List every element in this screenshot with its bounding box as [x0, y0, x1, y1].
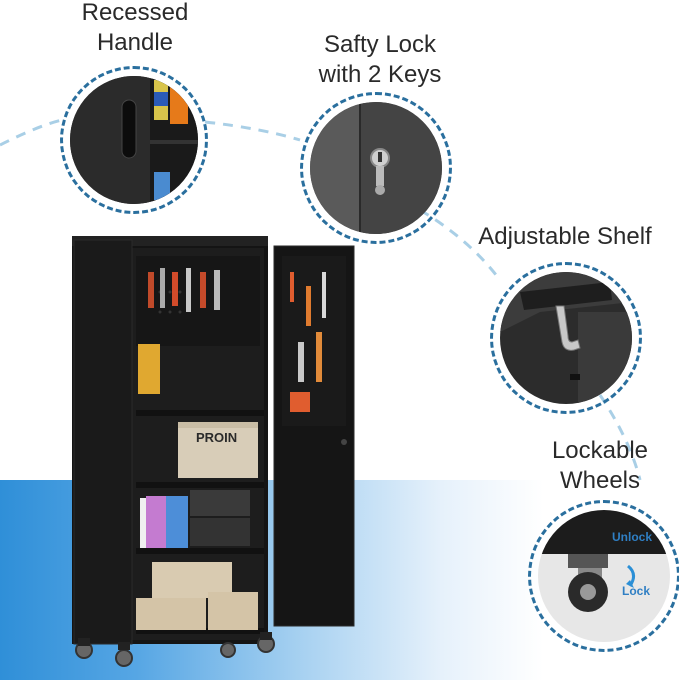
detail-recessed-handle	[70, 76, 198, 204]
label-adjustable-shelf: Adjustable Shelf	[478, 223, 652, 250]
callout-lock: Lock	[622, 584, 651, 598]
ring-lock	[300, 92, 452, 244]
detail-safety-lock	[310, 102, 442, 234]
ring-wheels	[528, 500, 679, 652]
label-lockable-wheels: Lockable Wheels	[551, 437, 649, 494]
detail-adjustable-shelf	[500, 272, 632, 404]
ring-handle	[60, 66, 208, 214]
label-safety-lock: Safty Lock with 2 Keys	[318, 31, 442, 88]
box-brand-label: PROIN	[196, 430, 238, 445]
label-recessed-handle: Recessed Handle	[81, 0, 189, 56]
storage-cabinet	[72, 236, 355, 667]
ring-shelf	[490, 262, 642, 414]
callout-unlock: Unlock	[612, 530, 653, 544]
